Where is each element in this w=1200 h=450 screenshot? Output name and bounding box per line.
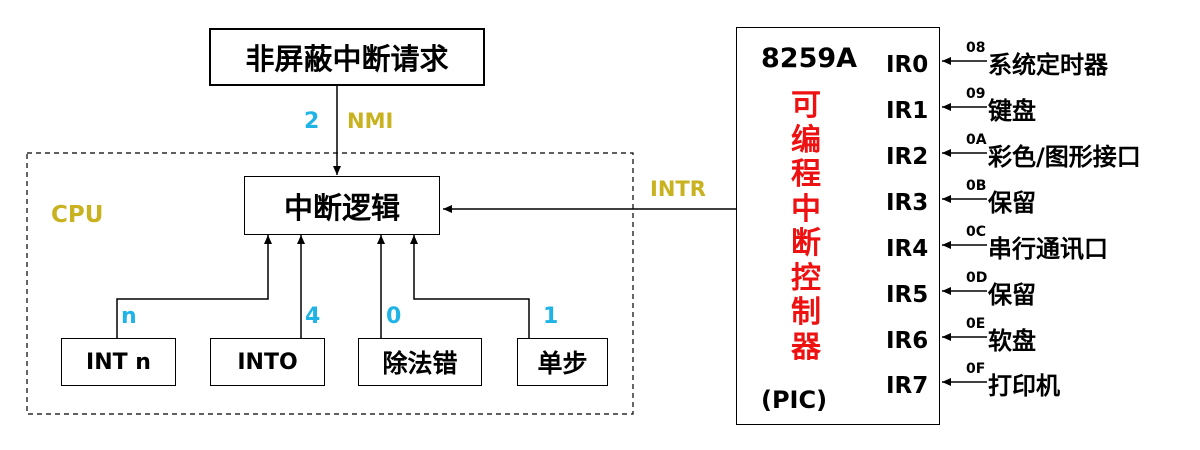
ir7-label: IR7 <box>886 373 929 399</box>
ir3-device: 保留 <box>988 189 1036 217</box>
int-n-type: n <box>121 304 137 329</box>
ir0-vector: 08 <box>966 40 986 56</box>
ir2-label: IR2 <box>886 144 929 170</box>
ir4-device: 串行通讯口 <box>988 235 1108 263</box>
cpu-label: CPU <box>51 202 104 228</box>
ir1-label: IR1 <box>886 98 929 124</box>
pic-title-char: 控 <box>791 260 821 296</box>
ir0-device: 系统定时器 <box>988 51 1108 79</box>
ir1-vector: 09 <box>966 86 986 102</box>
pic-abbrev: (PIC) <box>761 386 828 414</box>
ir0-label: IR0 <box>886 52 929 78</box>
into-box: INTO <box>210 338 325 386</box>
pic-chip <box>736 27 940 425</box>
ir3-label: IR3 <box>886 190 929 216</box>
nmi-request-box: 非屏蔽中断请求 <box>209 28 485 86</box>
single-step-arrow <box>410 235 530 338</box>
ir1-device: 键盘 <box>988 97 1036 125</box>
into-type: 4 <box>305 304 321 329</box>
nmi-label: NMI <box>347 109 394 133</box>
pic-title-char: 程 <box>791 157 821 192</box>
ir5-label: IR5 <box>886 282 929 308</box>
pic-title-char: 编 <box>791 122 821 158</box>
ir7-vector: 0F <box>966 361 986 377</box>
ir3-vector: 0B <box>966 178 987 194</box>
pic-chip-name: 8259A <box>761 43 858 74</box>
ir6-label: IR6 <box>886 328 929 354</box>
single-step-type: 1 <box>543 304 559 329</box>
ir4-label: IR4 <box>886 236 929 262</box>
ir5-device: 保留 <box>988 281 1036 309</box>
ir2-device: 彩色/图形接口 <box>988 143 1141 171</box>
int-n-box: INT n <box>61 338 176 386</box>
interrupt-logic-label: 中断逻辑 <box>283 190 400 225</box>
pic-title-char: 可 <box>791 88 821 123</box>
divide-error-box: 除法错 <box>358 338 482 386</box>
ir-input-arrows <box>942 57 987 386</box>
single-step-label: 单步 <box>537 349 588 378</box>
pic-title: 可 编 程 中 断 控 制 器 <box>788 88 824 365</box>
int-n-label: INT n <box>86 349 151 375</box>
nmi-type-number: 2 <box>304 109 320 134</box>
ir6-vector: 0E <box>966 316 986 332</box>
int-n-arrow <box>116 235 272 338</box>
ir4-vector: 0C <box>966 224 987 240</box>
pic-title-char: 中 <box>791 191 821 227</box>
nmi-request-label: 非屏蔽中断请求 <box>245 42 449 76</box>
pic-title-char: 断 <box>791 226 821 261</box>
into-label: INTO <box>237 349 298 375</box>
ir6-device: 软盘 <box>988 327 1036 355</box>
intr-label: INTR <box>650 177 706 201</box>
ir2-vector: 0A <box>966 132 987 148</box>
ir7-device: 打印机 <box>988 372 1060 400</box>
single-step-box: 单步 <box>517 338 608 386</box>
pic-title-char: 制 <box>791 295 821 330</box>
interrupt-logic-box: 中断逻辑 <box>244 176 440 235</box>
cpu-boundary <box>26 152 634 415</box>
pic-title-char: 器 <box>791 329 821 365</box>
divide-error-label: 除法错 <box>382 349 458 378</box>
ir5-vector: 0D <box>966 270 988 286</box>
divide-error-type: 0 <box>386 304 402 329</box>
